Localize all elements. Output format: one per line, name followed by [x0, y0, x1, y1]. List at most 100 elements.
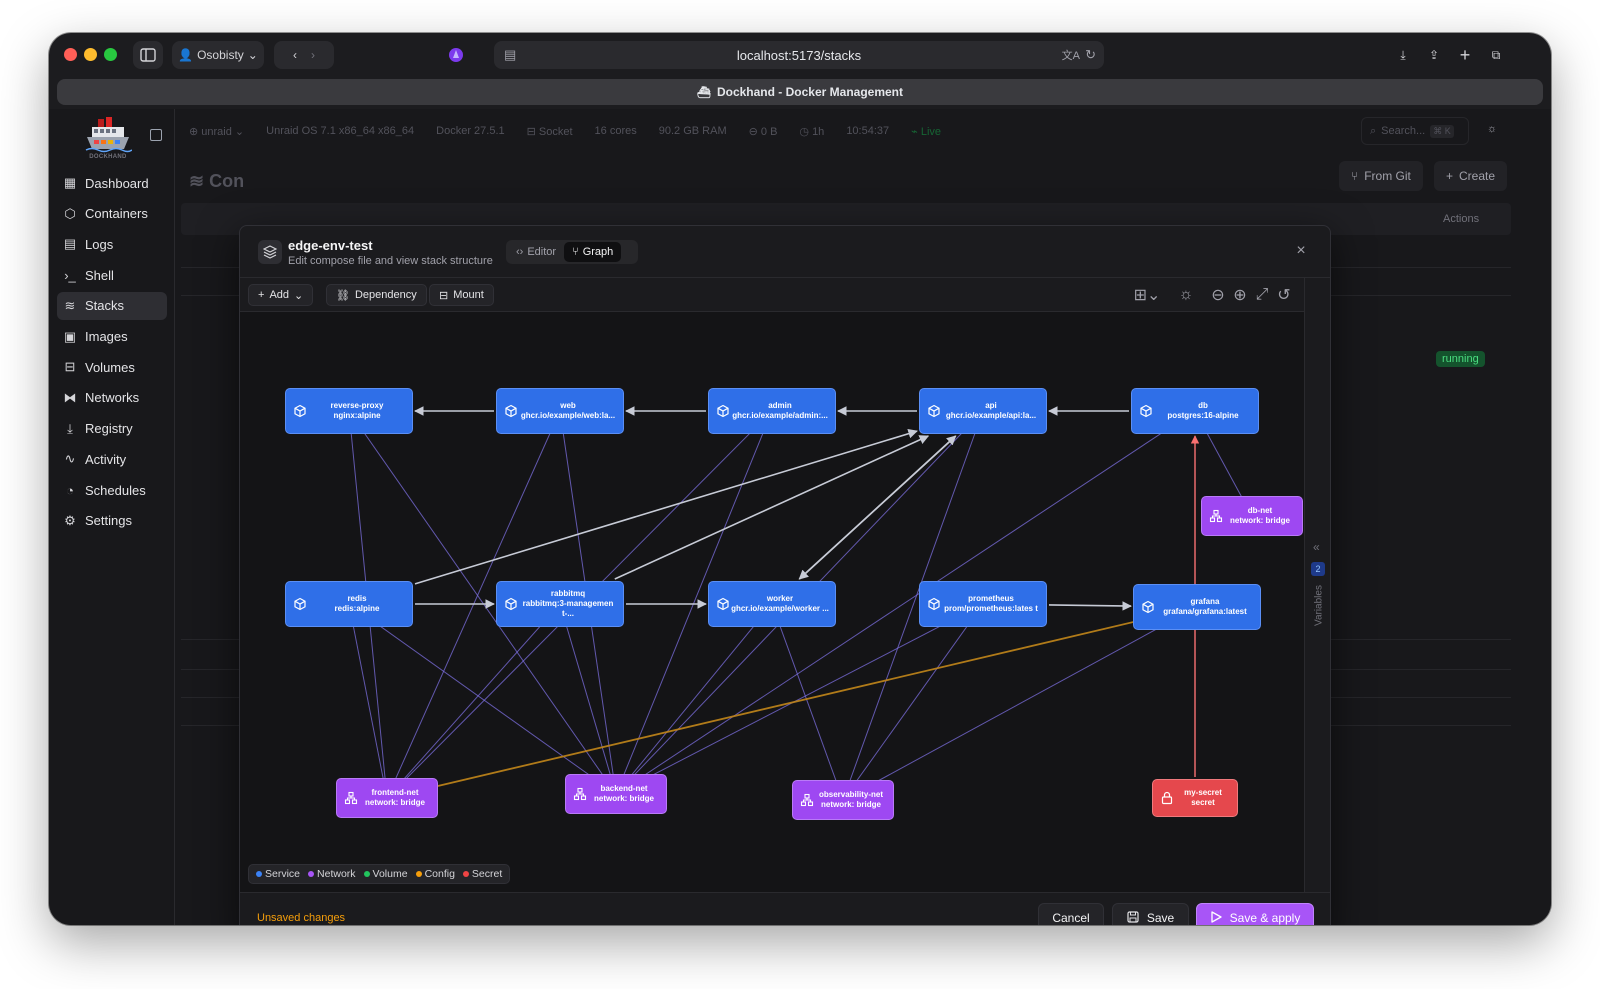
create-button[interactable]: +Create: [1434, 161, 1508, 191]
dependency-edge[interactable]: [414, 429, 918, 585]
sidebar-item-images[interactable]: ▣Images: [57, 323, 167, 351]
network-edge[interactable]: [842, 603, 984, 801]
graph-toolbar: +Add⌄ ⛓Dependency ⊟Mount ⊞⌄ ☼ ⊖ ⊕ ⤢ ↺: [240, 278, 1304, 312]
stack-editor-modal: edge-env-test Edit compose file and view…: [239, 225, 1331, 925]
network-icon: [800, 793, 814, 807]
network-edge[interactable]: [559, 603, 617, 795]
cancel-button[interactable]: Cancel: [1038, 903, 1104, 925]
network-edge[interactable]: [771, 603, 844, 801]
variables-panel[interactable]: « 2 Variables: [1304, 278, 1330, 892]
sidebar-item-registry[interactable]: ⤓Registry: [57, 415, 167, 443]
translate-icon[interactable]: 文A: [1061, 50, 1080, 62]
network-edge[interactable]: [615, 410, 1196, 795]
profile-button[interactable]: 👤 Osobisty ⌄: [172, 41, 264, 69]
add-button[interactable]: +Add⌄: [248, 284, 314, 306]
expand-icon[interactable]: «: [1313, 540, 1320, 554]
sidebar-item-schedules[interactable]: ◔Schedules: [57, 476, 167, 504]
close-icon[interactable]: ×: [1296, 242, 1306, 259]
zoom-out-icon[interactable]: ⊖: [1211, 287, 1225, 304]
live-label: Live: [920, 125, 942, 138]
config-edge[interactable]: [386, 606, 1198, 799]
download-icon[interactable]: ⤓: [1400, 47, 1406, 62]
sidebar-item-settings[interactable]: ⚙Settings: [57, 507, 167, 535]
close-window-button[interactable]: [64, 48, 77, 61]
reload-icon[interactable]: ↻: [1085, 47, 1096, 62]
share-icon[interactable]: ⇪: [1428, 48, 1440, 62]
node-name: admin: [768, 401, 792, 410]
theme-toggle-icon[interactable]: ☼: [1487, 123, 1498, 135]
download-icon: ⤓: [67, 420, 73, 436]
network-edge[interactable]: [842, 606, 1198, 801]
reset-icon[interactable]: ↺: [1277, 287, 1291, 304]
zoom-in-icon[interactable]: ⊕: [1233, 287, 1247, 304]
sidebar-item-logs[interactable]: ▤Logs: [57, 230, 167, 258]
network-edge[interactable]: [615, 603, 984, 795]
theme-toggle-icon[interactable]: ☼: [1178, 286, 1194, 303]
host-selector[interactable]: ⊕ unraid ⌄: [189, 125, 245, 138]
sidebar-item-activity[interactable]: ∿Activity: [57, 445, 167, 473]
layout-icon[interactable]: ⊞⌄: [1133, 287, 1161, 304]
fit-view-icon[interactable]: ⤢: [1255, 286, 1269, 303]
mount-button[interactable]: ⊟Mount: [429, 284, 494, 306]
save-apply-button[interactable]: Save & apply: [1196, 903, 1314, 925]
from-git-button[interactable]: ⑂From Git: [1339, 161, 1423, 191]
maximize-window-button[interactable]: [104, 48, 117, 61]
reader-icon[interactable]: ▤: [504, 47, 517, 62]
minimize-window-button[interactable]: [84, 48, 97, 61]
tab-editor[interactable]: ‹›Editor: [508, 242, 564, 262]
dependency-button[interactable]: ⛓Dependency: [326, 284, 427, 306]
plus-icon: +: [258, 289, 265, 301]
forward-icon[interactable]: ›: [311, 48, 315, 62]
network-edge[interactable]: [348, 603, 617, 795]
sidebar-item-volumes[interactable]: ⊟Volumes: [57, 353, 167, 381]
tabs-overview-icon[interactable]: ⧉: [1491, 47, 1501, 62]
tab-graph[interactable]: ⑂Graph: [564, 242, 622, 262]
collapse-sidebar-icon[interactable]: [150, 129, 162, 141]
network-edge[interactable]: [386, 603, 561, 799]
network-edge[interactable]: [615, 603, 773, 795]
legend-label: Service: [265, 868, 301, 880]
save-button[interactable]: Save: [1112, 903, 1189, 925]
dependency-label: Dependency: [354, 289, 417, 301]
browser-window: 👤 Osobisty ⌄ ‹ › ▤ localhost:5173/stacks…: [49, 33, 1551, 925]
sidebar-item-shell[interactable]: ›_Shell: [57, 261, 167, 289]
dependency-edge[interactable]: [1048, 601, 1132, 611]
new-tab-icon[interactable]: +: [1459, 44, 1471, 65]
active-tab[interactable]: ⛴ Dockhand - Docker Management: [57, 79, 1543, 105]
network-edge[interactable]: [348, 410, 617, 795]
dependency-edge[interactable]: [798, 435, 957, 580]
network-edge[interactable]: [615, 410, 773, 795]
node-name: redis: [347, 594, 367, 603]
sidebar-item-stacks[interactable]: ≋Stacks: [57, 291, 167, 320]
extension-icon[interactable]: [441, 41, 471, 69]
sidebar-item-networks[interactable]: ⧓Networks: [57, 384, 167, 412]
search-box[interactable]: ⌕ Search... ⌘ K: [1361, 117, 1469, 145]
network-edge[interactable]: [842, 410, 984, 801]
sidebar-item-dashboard[interactable]: ▦Dashboard: [57, 169, 167, 197]
network-edge[interactable]: [348, 603, 388, 799]
dependency-edge[interactable]: [614, 435, 930, 580]
back-icon[interactable]: ‹: [293, 48, 297, 62]
graph-icon: ⑂: [572, 246, 579, 258]
address-bar[interactable]: ▤ localhost:5173/stacks 文A ↻: [494, 41, 1104, 69]
sidebar-item-containers[interactable]: ⬡Containers: [57, 200, 167, 228]
node-subtitle: ghcr.io/example/web:la...: [520, 411, 616, 420]
sidebar-toggle-icon[interactable]: [133, 41, 163, 69]
